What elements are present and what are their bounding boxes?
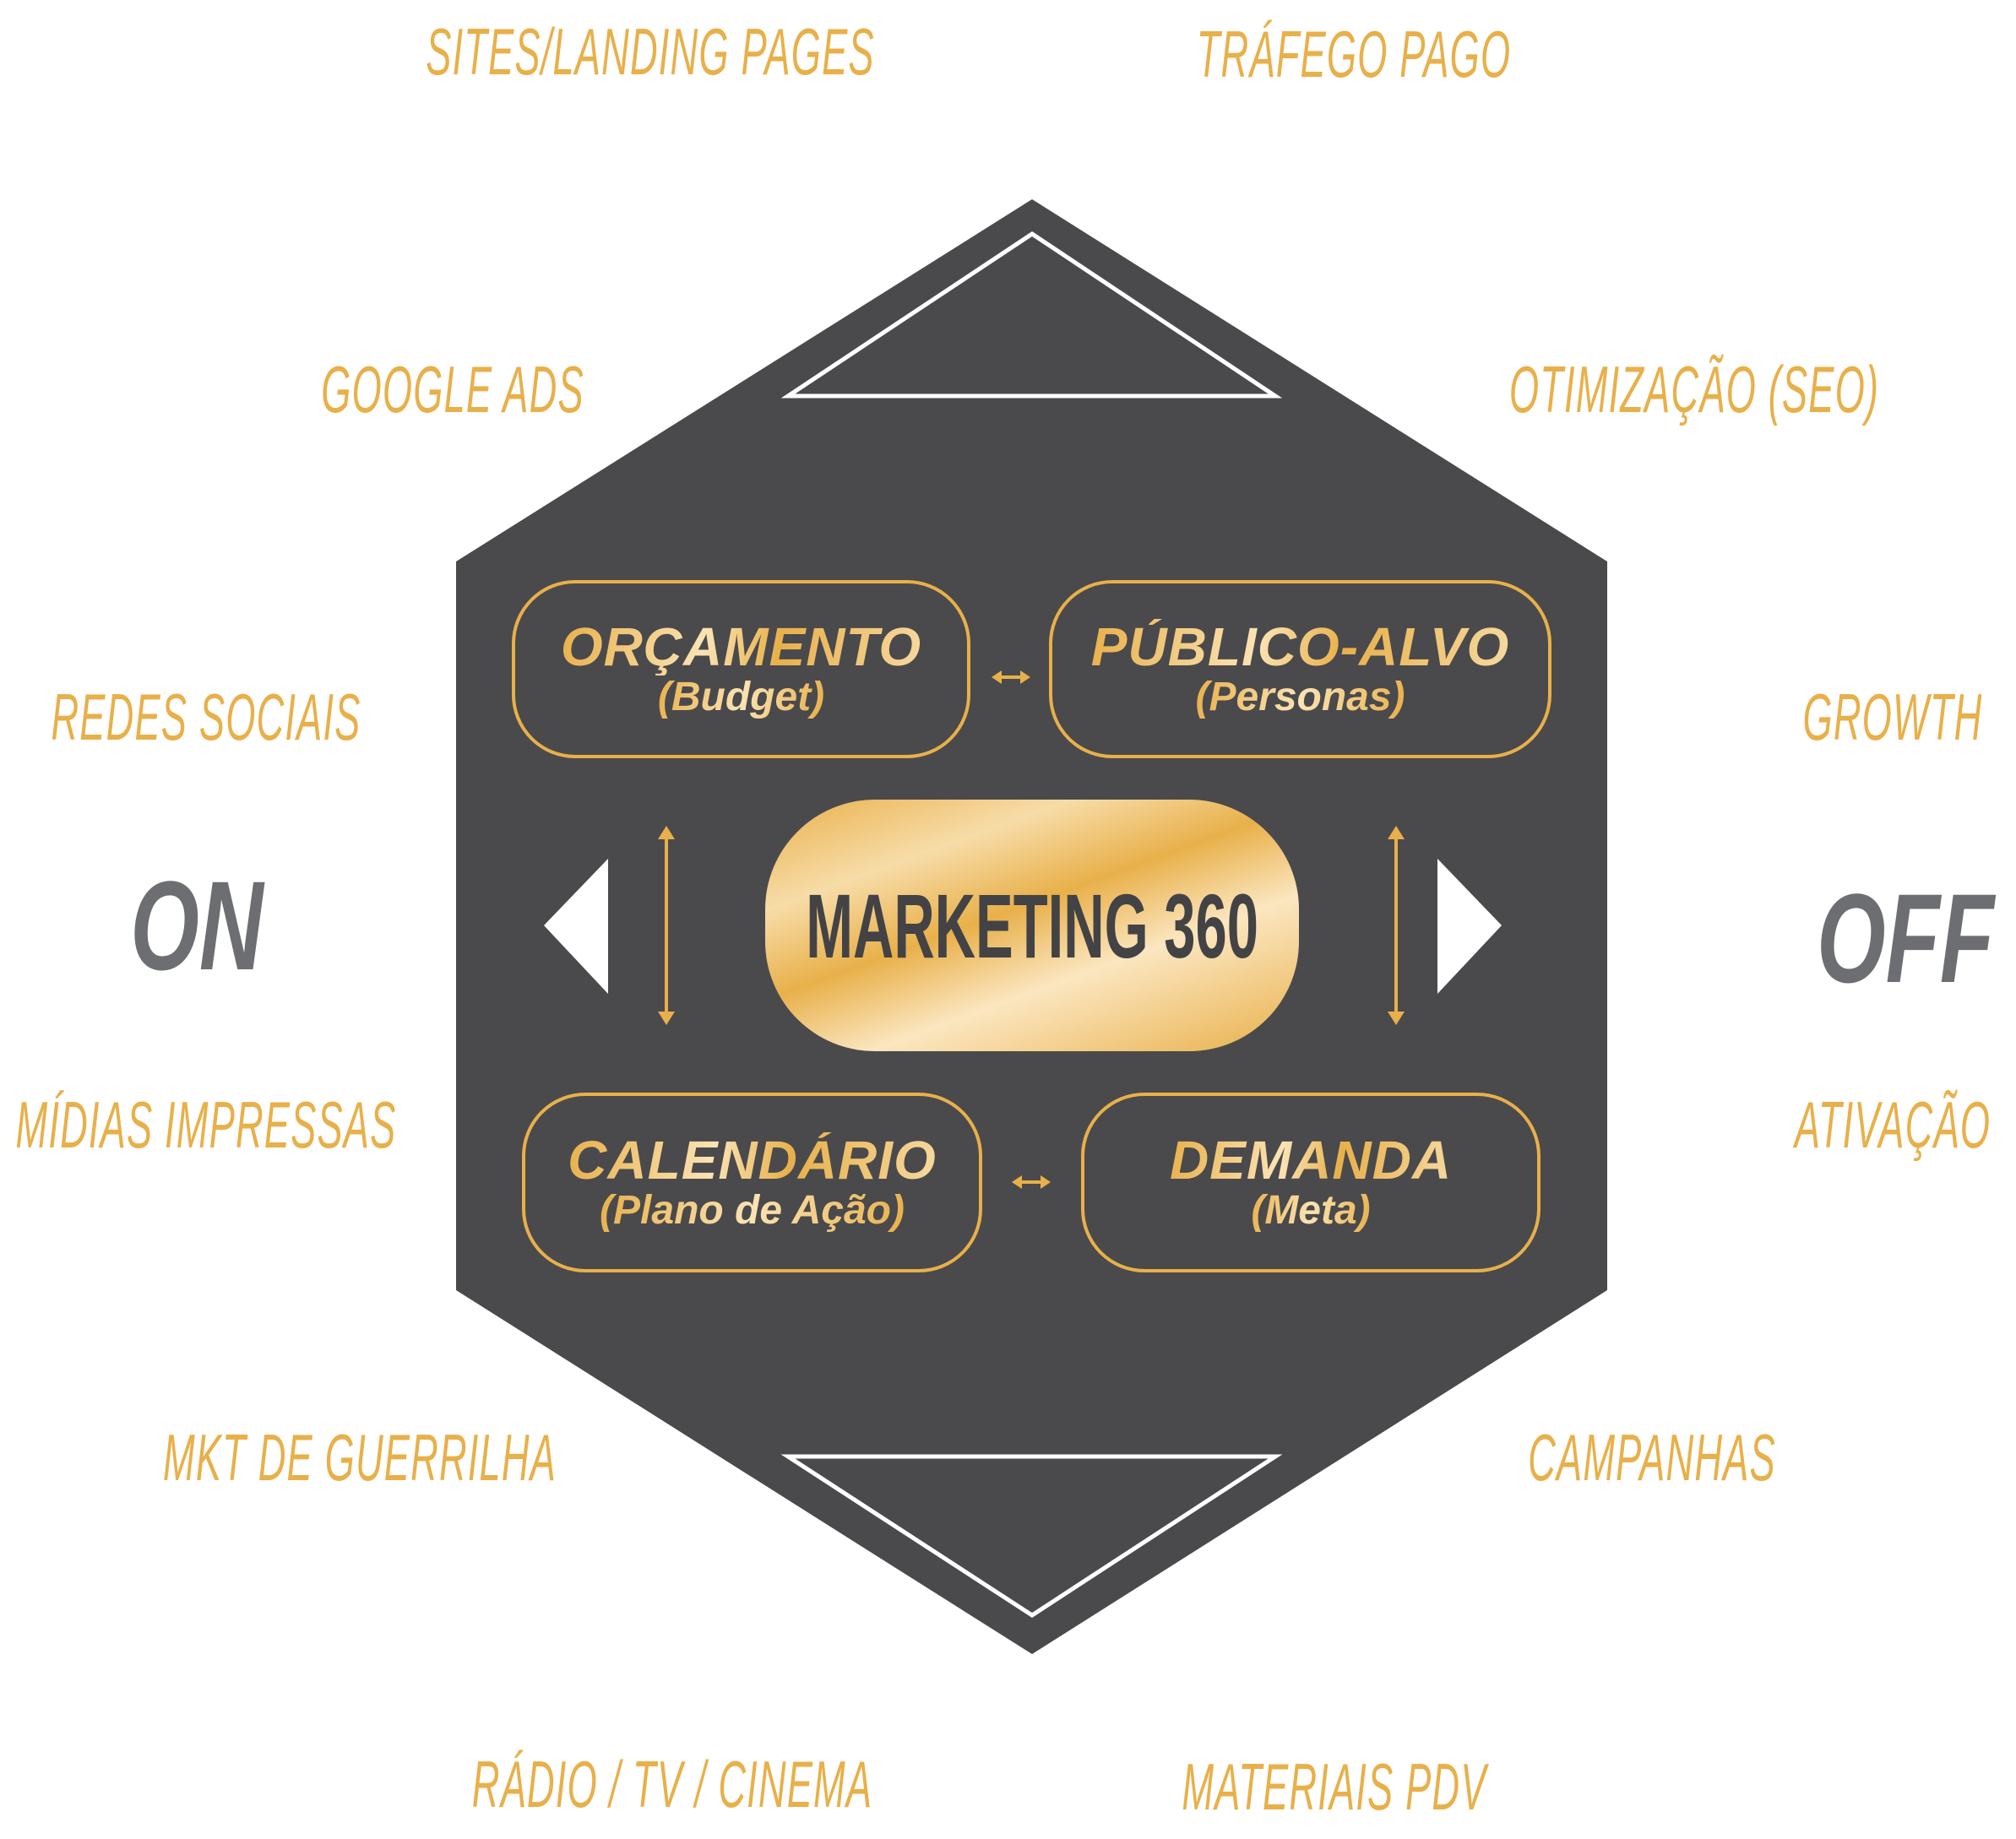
box-subtitle: (Plano de Ação) [600,1187,905,1233]
down-triangle-icon [780,1454,1283,1618]
label-materiais-pdv: MATERIAIS PDV [1182,1749,1487,1824]
box-title: ORÇAMENTO [560,616,922,677]
right-triangle-icon [1437,859,1502,994]
box-title: CALENDÁRIO [568,1129,937,1191]
horizontal-arrow-bottom-icon [1012,1175,1051,1189]
label-seo: OTIMIZAÇÃO (SEO) [1508,352,1880,426]
horizontal-arrow-top-icon [992,670,1030,684]
vertical-arrow-left-icon [658,826,675,1025]
vertical-arrow-right-icon [1388,826,1405,1025]
label-radio-tv-cinema: RÁDIO / TV / CINEMA [471,1747,873,1821]
center-title: MARKETING 360 [806,874,1258,977]
left-triangle-icon [544,859,608,994]
box-title: PÚBLICO-ALVO [1090,616,1510,677]
label-midias-impressas: MÍDIAS IMPRESSAS [15,1088,397,1162]
label-campanhas: CAMPANHAS [1528,1420,1776,1495]
up-triangle-icon [780,231,1283,399]
box-subtitle: (Personas) [1195,674,1405,719]
box-subtitle: (Budget) [657,674,825,719]
label-growth: GROWTH [1802,680,1983,754]
side-label-off: OFF [1817,867,1994,1009]
box-orcamento: ORÇAMENTO (Budget) [512,580,970,758]
box-demanda: DEMANDA (Meta) [1081,1093,1541,1272]
label-redes-sociais: REDES SOCIAIS [51,680,361,754]
box-subtitle: (Meta) [1251,1187,1371,1233]
label-mkt-guerrilha: MKT DE GUERRILHA [163,1420,557,1495]
side-label-on: ON [130,854,264,996]
box-calendario: CALENDÁRIO (Plano de Ação) [522,1093,982,1272]
box-title: DEMANDA [1169,1129,1453,1191]
label-sites: SITES/LANDING PAGES [426,14,875,89]
label-trafego-pago: TRÁFEGO PAGO [1196,17,1512,91]
center-pill: MARKETING 360 [765,800,1299,1051]
label-ativacao: ATIVAÇÃO [1794,1088,1992,1162]
box-publico-alvo: PÚBLICO-ALVO (Personas) [1049,580,1551,758]
label-google-ads: GOOGLE ADS [321,352,584,426]
